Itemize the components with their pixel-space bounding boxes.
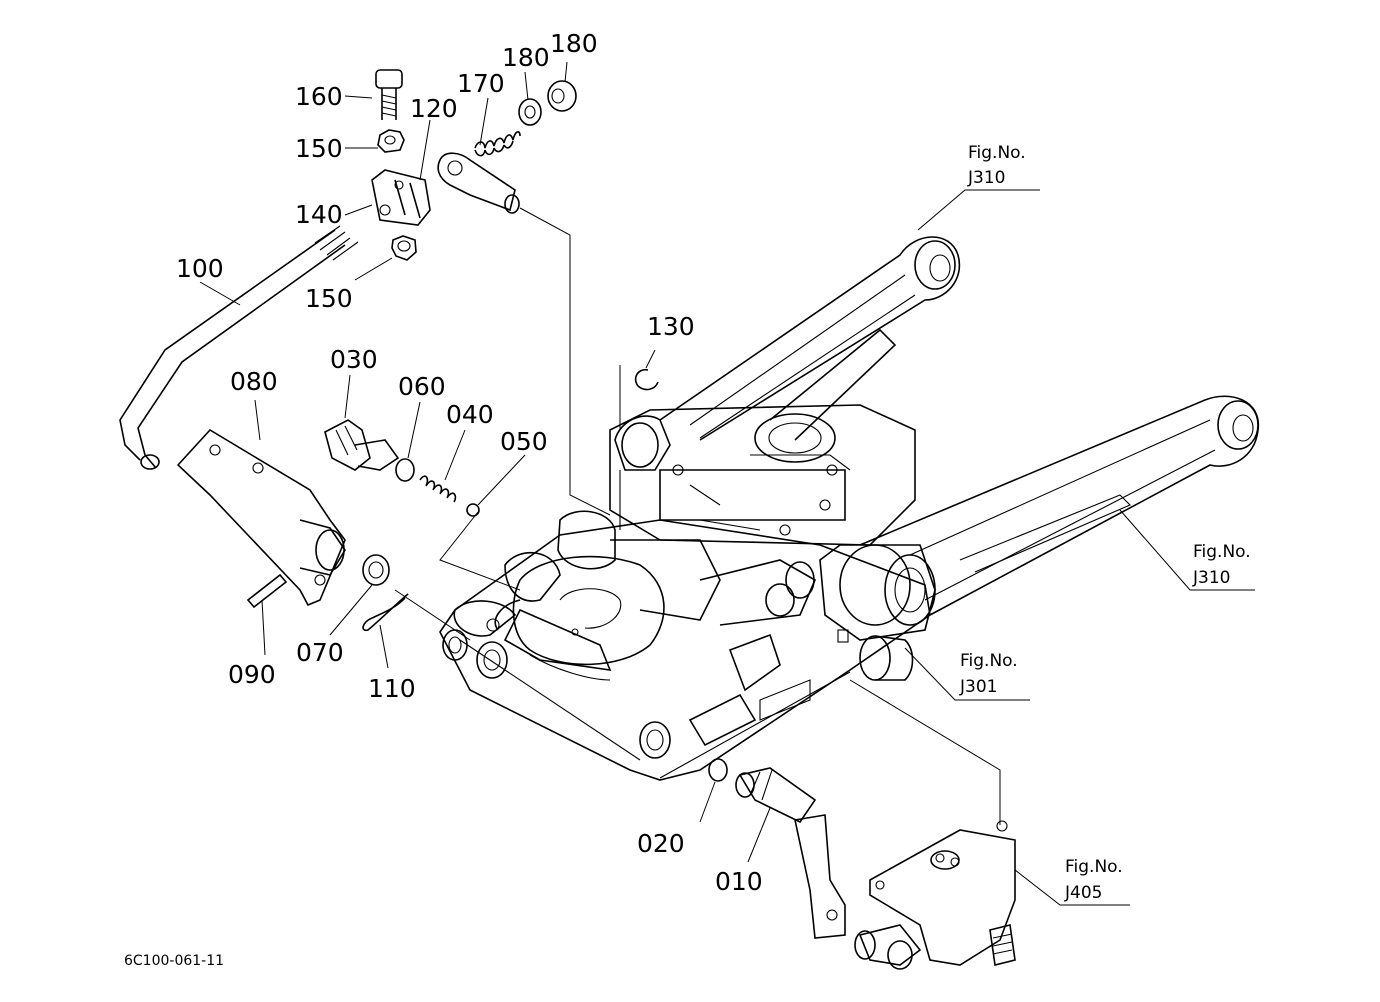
fig-ref-shaft-title: Fig.No. bbox=[960, 651, 1018, 671]
fig-ref-upper-code: J310 bbox=[967, 168, 1005, 188]
nut-150-lower bbox=[391, 235, 417, 261]
label-180-b: 180 bbox=[550, 29, 598, 58]
label-180-a: 180 bbox=[502, 43, 550, 72]
label-150-lower: 150 bbox=[305, 284, 353, 313]
part-labels: 160 150 140 150 120 170 180 180 100 080 … bbox=[176, 29, 763, 896]
fig-ref-lower-title: Fig.No. bbox=[1193, 542, 1251, 562]
fig-ref-lower-code: J310 bbox=[1192, 568, 1230, 588]
fig-ref-valve-title: Fig.No. bbox=[1065, 857, 1123, 877]
bracket-080 bbox=[176, 428, 346, 607]
label-120: 120 bbox=[410, 94, 458, 123]
label-020: 020 bbox=[637, 829, 685, 858]
spring-040 bbox=[419, 475, 457, 503]
label-140: 140 bbox=[295, 200, 343, 229]
washer-180-b bbox=[547, 80, 577, 112]
label-160: 160 bbox=[295, 82, 343, 111]
ball-050 bbox=[466, 503, 480, 517]
fig-ref-upper-title: Fig.No. bbox=[968, 143, 1026, 163]
washer-070 bbox=[362, 554, 390, 586]
hydraulic-housing bbox=[439, 404, 936, 781]
fig-ref-shaft-code: J301 bbox=[959, 677, 997, 697]
label-040: 040 bbox=[446, 400, 494, 429]
washer-180-a bbox=[518, 98, 542, 126]
lower-lift-arm bbox=[859, 395, 1259, 616]
yoke-140 bbox=[371, 169, 431, 226]
label-170: 170 bbox=[457, 69, 505, 98]
label-110: 110 bbox=[368, 674, 416, 703]
plug-030 bbox=[324, 419, 400, 471]
circlip-130 bbox=[634, 368, 659, 391]
fig-ref-valve-code: J405 bbox=[1064, 883, 1102, 903]
label-030: 030 bbox=[330, 345, 378, 374]
o-ring-020 bbox=[708, 758, 728, 782]
label-060: 060 bbox=[398, 372, 446, 401]
figure-references: Fig.No. J310 Fig.No. J310 Fig.No. J301 F… bbox=[959, 143, 1251, 903]
label-090: 090 bbox=[228, 660, 276, 689]
label-130: 130 bbox=[647, 312, 695, 341]
label-010: 010 bbox=[715, 867, 763, 896]
label-050: 050 bbox=[500, 427, 548, 456]
clip-110 bbox=[362, 593, 409, 632]
leader-lines bbox=[199, 61, 1255, 906]
upper-lift-arm bbox=[659, 236, 961, 441]
label-100: 100 bbox=[176, 254, 224, 283]
label-070: 070 bbox=[296, 638, 344, 667]
o-ring-060 bbox=[395, 458, 415, 482]
pin-090 bbox=[246, 573, 288, 609]
spring-170 bbox=[474, 131, 521, 157]
bolt-160 bbox=[375, 69, 403, 120]
nut-150-upper bbox=[377, 129, 405, 153]
document-code: 6C100-061-11 bbox=[124, 953, 224, 969]
label-080: 080 bbox=[230, 367, 278, 396]
shaft-010 bbox=[735, 767, 846, 939]
valve-assembly bbox=[854, 820, 1016, 970]
label-150-upper: 150 bbox=[295, 134, 343, 163]
clevis-120 bbox=[437, 152, 520, 214]
control-rod-100 bbox=[119, 225, 359, 470]
